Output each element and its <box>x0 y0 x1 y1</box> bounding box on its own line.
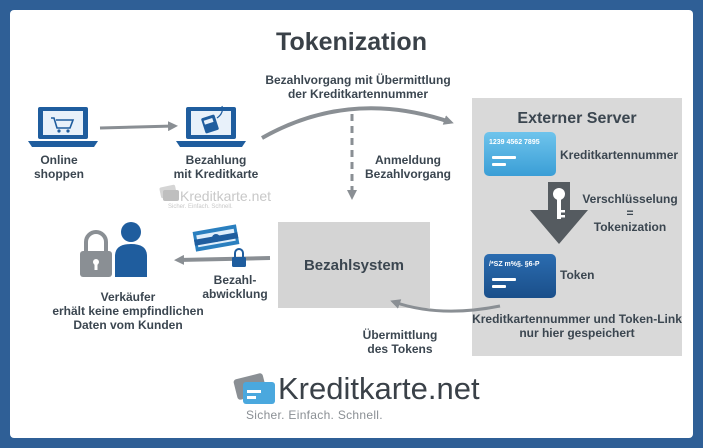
label-verkaeufer: Verkäufer erhält keine empfindlichen Dat… <box>52 290 204 332</box>
arrow-to-payment <box>99 121 178 132</box>
card-line <box>492 163 506 166</box>
label-storage-note: Kreditkartennummer und Token-Link nur hi… <box>472 312 682 340</box>
watermark-card-icon <box>159 184 179 201</box>
page-title: Tokenization <box>276 28 427 56</box>
label-encryption: Verschlüsselung = Tokenization <box>582 192 678 234</box>
money-stack-icon <box>192 224 240 252</box>
card-line <box>492 156 516 159</box>
laptop-cart-icon <box>28 107 98 147</box>
logo-tagline: Sicher. Einfach. Schnell. <box>246 408 383 422</box>
bezahlsystem-box: Bezahlsystem <box>278 222 430 308</box>
label-card-number: Kreditkartennummer <box>560 148 679 162</box>
arrow-to-server <box>261 106 454 140</box>
label-bezahlvorgang: Bezahlvorgang mit Übermittlung der Kredi… <box>265 73 451 101</box>
label-uebermittlung-token: Übermittlung des Tokens <box>362 328 438 356</box>
diagram-graphics <box>28 105 588 404</box>
merchant-person-icon <box>115 222 147 277</box>
lock-icon <box>80 230 112 277</box>
arrow-token-to-bezahlsystem <box>390 299 501 313</box>
token-value: /*SZ m%§. §6-P <box>489 261 540 268</box>
label-online-shoppen: Online shoppen <box>34 153 84 181</box>
token-card-icon: /*SZ m%§. §6-P <box>484 254 556 298</box>
watermark-tagline: Sicher. Einfach. Schnell. <box>168 204 233 210</box>
label-bezahlung: Bezahlung mit Kreditkarte <box>173 153 259 181</box>
arrow-to-merchant <box>174 254 271 265</box>
card-line <box>492 285 506 288</box>
card-number: 1239 4562 7895 <box>489 139 540 146</box>
label-anmeldung: Anmeldung Bezahlvorgang <box>364 153 451 181</box>
card-line <box>492 278 516 281</box>
logo-text: Kreditkarte.net <box>278 371 480 406</box>
watermark-text: Kreditkarte.net <box>180 188 272 204</box>
label-bezahlabwicklung: Bezahl- abwicklung <box>202 273 268 301</box>
credit-card-icon: 1239 4562 7895 <box>484 132 556 176</box>
bezahlsystem-label: Bezahlsystem <box>303 257 405 274</box>
laptop-terminal-icon <box>176 105 246 147</box>
label-token: Token <box>560 268 595 282</box>
encryption-arrow-icon <box>530 182 588 244</box>
logo-card-icon <box>233 373 275 404</box>
infographic: Tokenization Externer Server Bezahlsyste… <box>10 10 693 438</box>
external-server-title: Externer Server <box>517 110 637 127</box>
small-lock-icon <box>232 248 246 267</box>
